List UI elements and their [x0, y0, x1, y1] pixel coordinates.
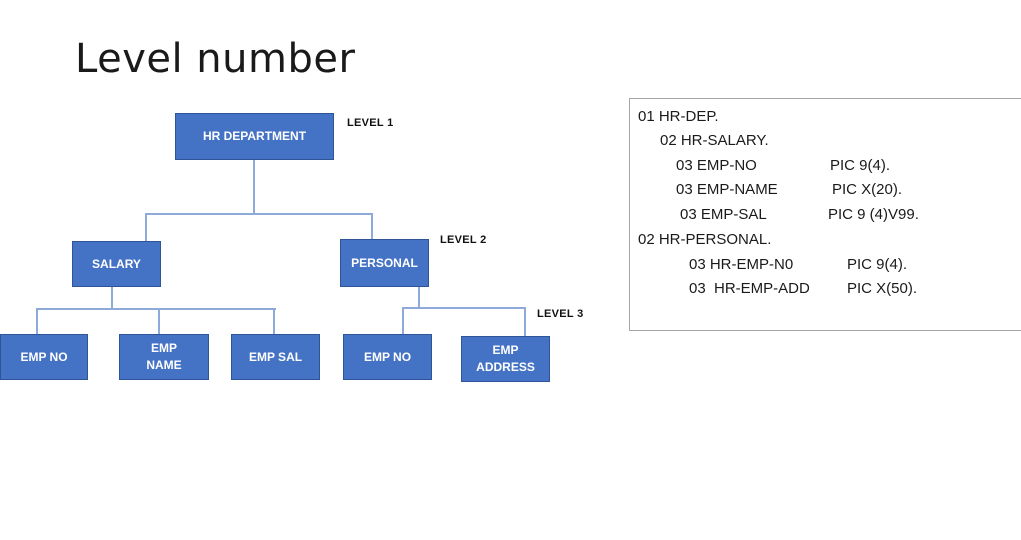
connector-emp-address-up	[524, 307, 526, 336]
connector-root-down	[253, 159, 255, 214]
node-emp-sal: EMP SAL	[231, 334, 320, 380]
slide-title: Level number	[75, 36, 356, 82]
connector-personal-down	[418, 287, 420, 309]
code-line-name: 02 HR-PERSONAL.	[638, 231, 772, 248]
connector-emp-no-2-up	[402, 307, 404, 334]
code-line-name: 03 EMP-SAL	[680, 206, 767, 223]
code-line-pic: PIC 9(4).	[847, 256, 908, 273]
node-personal: PERSONAL	[340, 239, 429, 287]
code-line-name: 03 HR-EMP-N0	[689, 256, 794, 273]
node-emp-name: EMP NAME	[119, 334, 209, 380]
connector-emp-no-1-up	[36, 308, 38, 334]
code-line-pic: PIC X(20).	[832, 181, 903, 198]
node-emp-address: EMP ADDRESS	[461, 336, 550, 382]
node-hr-department: HR DEPARTMENT	[175, 113, 334, 160]
connector-salary-down	[111, 287, 113, 309]
code-line-name: 03 HR-EMP-ADD	[689, 280, 810, 297]
code-line-name: 03 EMP-NAME	[676, 181, 778, 198]
connector-personal-up	[371, 213, 373, 239]
code-line-pic: PIC 9 (4)V99.	[828, 206, 919, 223]
connector-salary-children-horizontal	[36, 308, 276, 310]
level-3-label: LEVEL 3	[537, 308, 584, 320]
connector-level2-horizontal	[145, 213, 373, 215]
code-line-name: 02 HR-SALARY.	[660, 132, 769, 149]
code-line-pic: PIC 9(4).	[830, 157, 891, 174]
connector-personal-children-horizontal	[402, 307, 526, 309]
connector-emp-name-up	[158, 308, 160, 334]
code-line-name: 01 HR-DEP.	[638, 108, 719, 125]
level-2-label: LEVEL 2	[440, 234, 487, 246]
node-salary: SALARY	[72, 241, 161, 287]
cobol-code-panel: 01 HR-DEP. 02 HR-SALARY. 03 EMP-NO PIC 9…	[629, 98, 1021, 331]
level-1-label: LEVEL 1	[347, 117, 394, 129]
connector-salary-up	[145, 213, 147, 241]
node-emp-no-1: EMP NO	[0, 334, 88, 380]
connector-emp-sal-up	[273, 308, 275, 334]
node-emp-no-2: EMP NO	[343, 334, 432, 380]
code-line-pic: PIC X(50).	[847, 280, 918, 297]
code-line-name: 03 EMP-NO	[676, 157, 757, 174]
